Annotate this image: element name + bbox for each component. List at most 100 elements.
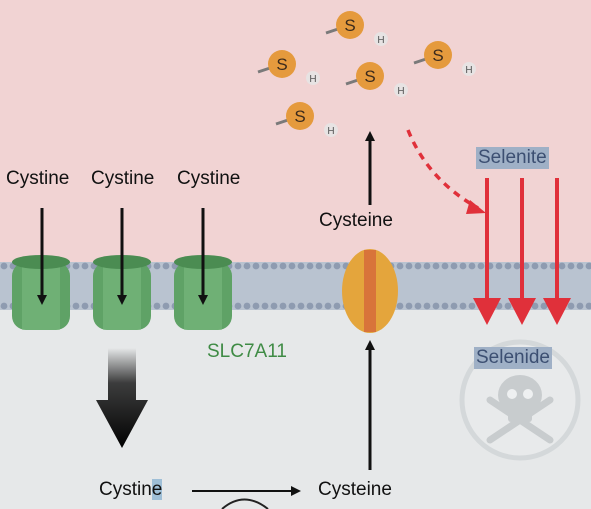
cystine-label-3: Cystine: [177, 168, 241, 189]
membrane-head-group: [477, 262, 485, 270]
membrane-head-group: [279, 302, 287, 310]
membrane-head-group: [261, 302, 269, 310]
cystine-accumulation-arrow: [96, 348, 148, 448]
hydrogen-atom-label: H: [309, 74, 316, 85]
membrane-head-group: [279, 262, 287, 270]
membrane-head-group: [81, 302, 89, 310]
cysteine-bottom-label: Cysteine: [318, 479, 392, 500]
membrane-head-group: [297, 262, 305, 270]
selenite-label: Selenite: [476, 147, 549, 169]
cysteine-export-channel: [342, 249, 398, 333]
membrane-head-group: [567, 302, 575, 310]
cysteine-molecule: SH: [257, 50, 320, 85]
hydrogen-atom-label: H: [465, 65, 472, 76]
membrane-head-group: [531, 262, 539, 270]
membrane-head-group: [162, 302, 170, 310]
membrane-head-group: [333, 262, 341, 270]
membrane-head-group: [306, 302, 314, 310]
membrane-head-group: [315, 262, 323, 270]
sulfur-atom-label: S: [294, 107, 305, 126]
membrane-head-group: [234, 302, 242, 310]
membrane-head-group: [450, 302, 458, 310]
membrane-head-group: [549, 262, 557, 270]
extracellular-space: [0, 0, 591, 275]
selenide-label: Selenide: [474, 347, 552, 369]
membrane-head-group: [270, 262, 278, 270]
cell-membrane: [0, 262, 591, 310]
sulfur-atom-label: S: [364, 67, 375, 86]
membrane-head-group: [576, 262, 584, 270]
membrane-head-group: [531, 302, 539, 310]
membrane-head-group: [315, 302, 323, 310]
skull-crossbones-icon: [459, 339, 581, 461]
cysteine-molecule: SH: [325, 11, 388, 46]
membrane-head-group: [72, 302, 80, 310]
membrane-head-group: [261, 262, 269, 270]
membrane-head-group: [153, 262, 161, 270]
slc7a11-label: SLC7A11: [207, 341, 287, 362]
membrane-head-group: [459, 302, 467, 310]
membrane-head-group: [324, 302, 332, 310]
membrane-head-group: [585, 262, 591, 270]
conversion-cycle-arc: [221, 498, 269, 509]
membrane-head-group: [567, 262, 575, 270]
membrane-head-group: [450, 262, 458, 270]
sulfur-atom-label: S: [432, 46, 443, 65]
membrane-head-group: [504, 262, 512, 270]
cystine-bottom-highlight: e: [151, 479, 163, 500]
membrane-head-group: [234, 262, 242, 270]
hydrogen-atom-label: H: [327, 126, 334, 137]
cystine-label-1: Cystine: [6, 168, 70, 189]
membrane-head-group: [243, 302, 251, 310]
membrane-head-group: [540, 262, 548, 270]
membrane-head-group: [585, 302, 591, 310]
membrane-head-group: [513, 262, 521, 270]
membrane-head-group: [252, 262, 260, 270]
membrane-head-group: [558, 262, 566, 270]
sulfur-atom-label: S: [344, 16, 355, 35]
membrane-head-group: [468, 302, 476, 310]
membrane-head-group: [441, 302, 449, 310]
selenium-dashed-arrow: [406, 129, 479, 210]
membrane-head-group: [306, 262, 314, 270]
membrane-head-group: [504, 302, 512, 310]
membrane-head-group: [396, 262, 404, 270]
membrane-head-group: [270, 302, 278, 310]
membrane-head-group: [333, 302, 341, 310]
membrane-head-group: [153, 302, 161, 310]
membrane-head-group: [288, 302, 296, 310]
membrane-head-group: [0, 262, 8, 270]
membrane-head-group: [297, 302, 305, 310]
cysteine-top-label: Cysteine: [319, 210, 393, 231]
sulfur-atom-label: S: [276, 55, 287, 74]
hydrogen-atom-label: H: [377, 35, 384, 46]
membrane-head-group: [72, 262, 80, 270]
cystine-bottom-label: Cystine: [99, 479, 163, 501]
membrane-head-group: [396, 302, 404, 310]
membrane-head-group: [459, 262, 467, 270]
membrane-head-group: [414, 302, 422, 310]
membrane-head-group: [576, 302, 584, 310]
selenium-dashed-arrowhead: [466, 200, 486, 214]
cystine-label-2: Cystine: [91, 168, 155, 189]
selenite-reduction-arrows: [473, 178, 571, 325]
membrane-head-group: [405, 302, 413, 310]
membrane-head-group: [414, 262, 422, 270]
cysteine-molecule: SH: [345, 62, 408, 97]
membrane-head-group: [405, 262, 413, 270]
membrane-head-group: [324, 262, 332, 270]
membrane-head-group: [432, 262, 440, 270]
membrane-head-group: [468, 262, 476, 270]
membrane-head-group: [522, 262, 530, 270]
membrane-head-group: [540, 302, 548, 310]
cysteine-molecule: SH: [413, 41, 476, 76]
membrane-head-group: [423, 302, 431, 310]
hydrogen-atom-label: H: [397, 86, 404, 97]
membrane-head-group: [432, 302, 440, 310]
membrane-head-group: [288, 262, 296, 270]
membrane-head-group: [162, 262, 170, 270]
membrane-head-group: [243, 262, 251, 270]
